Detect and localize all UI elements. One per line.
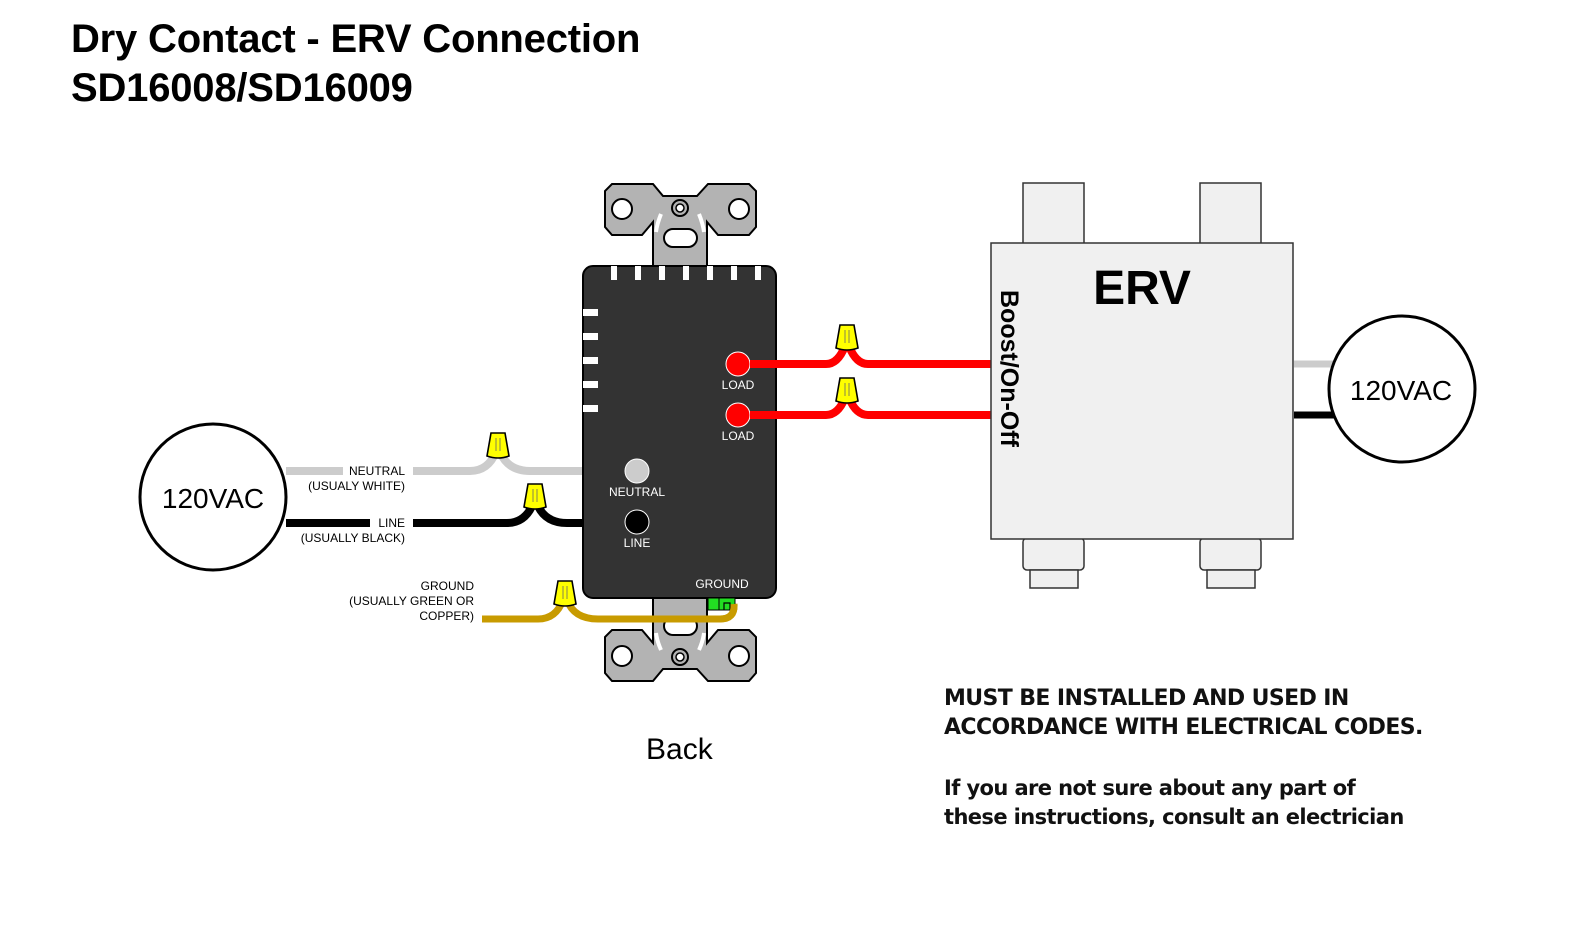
wire-nuts (486, 324, 859, 607)
neutral-wire-note: (USUALY WHITE) (308, 479, 405, 493)
erv-duct-port (1022, 537, 1085, 571)
ground-wire-note-2: COPPER) (419, 609, 474, 623)
erv-duct-port (1199, 537, 1262, 571)
mounting-hole-icon (611, 198, 633, 220)
erv-body (990, 242, 1294, 540)
line-wire-note: (USUALLY BLACK) (301, 531, 405, 545)
ground-wire-note-1: (USUALLY GREEN OR (349, 594, 474, 608)
neutral-terminal-label: NEUTRAL (609, 485, 665, 499)
erv-label: ERV (1093, 262, 1191, 315)
neutral-wire-label: NEUTRAL (349, 464, 405, 478)
mounting-hole-icon (728, 645, 750, 667)
erv-duct-port (1199, 182, 1262, 245)
load-terminal-2 (725, 402, 751, 428)
code-warning-line-1: MUST BE INSTALLED AND USED IN (944, 686, 1349, 711)
wire-nut-icon (486, 432, 510, 459)
code-warning-line-2: ACCORDANCE WITH ELECTRICAL CODES. (944, 715, 1423, 740)
ground-terminal-label: GROUND (695, 577, 749, 591)
right-power-source: 120VAC (1294, 314, 1477, 464)
top-mounting-bracket (604, 183, 757, 269)
left-power-source: 120VAC (138, 422, 288, 572)
slot-icon (663, 228, 698, 248)
vent-slots-left (583, 309, 598, 412)
bottom-mounting-bracket (604, 597, 757, 682)
mounting-hole-icon (728, 198, 750, 220)
line-terminal (624, 509, 650, 535)
neutral-terminal (624, 458, 650, 484)
right-source-circle (1327, 314, 1477, 464)
left-source-circle (138, 422, 288, 572)
load-terminal-1-label: LOAD (722, 378, 755, 392)
vent-slots-top (611, 266, 761, 280)
electrician-advice-line-1: If you are not sure about any part of (944, 776, 1356, 800)
diagram-title: Dry Contact - ERV Connection (71, 17, 641, 61)
load-terminal-1 (725, 351, 751, 377)
model-numbers: SD16008/SD16009 (71, 66, 413, 110)
code-warning: MUST BE INSTALLED AND USED IN ACCORDANCE… (944, 684, 1423, 742)
wire-nut-icon (835, 377, 859, 404)
erv-input-label: Boost/On-Off (995, 290, 1023, 448)
mounting-hole-icon (611, 645, 633, 667)
load-wires (750, 344, 992, 419)
switch-device: LOAD LOAD NEUTRAL LINE GROUND (582, 183, 777, 682)
line-wire-label: LINE (378, 516, 405, 530)
right-source-label: 120VAC (1350, 375, 1452, 406)
wire-nut-icon (835, 324, 859, 351)
ground-wire-label: GROUND (421, 579, 475, 593)
load-terminal-2-label: LOAD (722, 429, 755, 443)
erv-unit: ERV Boost/On-Off (990, 182, 1294, 589)
ground-wire-front (600, 603, 738, 623)
line-terminal-label: LINE (624, 536, 651, 550)
view-label: Back (646, 733, 713, 766)
left-source-label: 120VAC (162, 483, 264, 514)
wire-nut-icon (523, 483, 547, 510)
electrician-advice: If you are not sure about any part of th… (944, 774, 1404, 832)
electrician-advice-line-2: these instructions, consult an electrici… (944, 805, 1404, 829)
erv-duct-port (1022, 182, 1085, 245)
wire-nut-icon (553, 580, 577, 607)
